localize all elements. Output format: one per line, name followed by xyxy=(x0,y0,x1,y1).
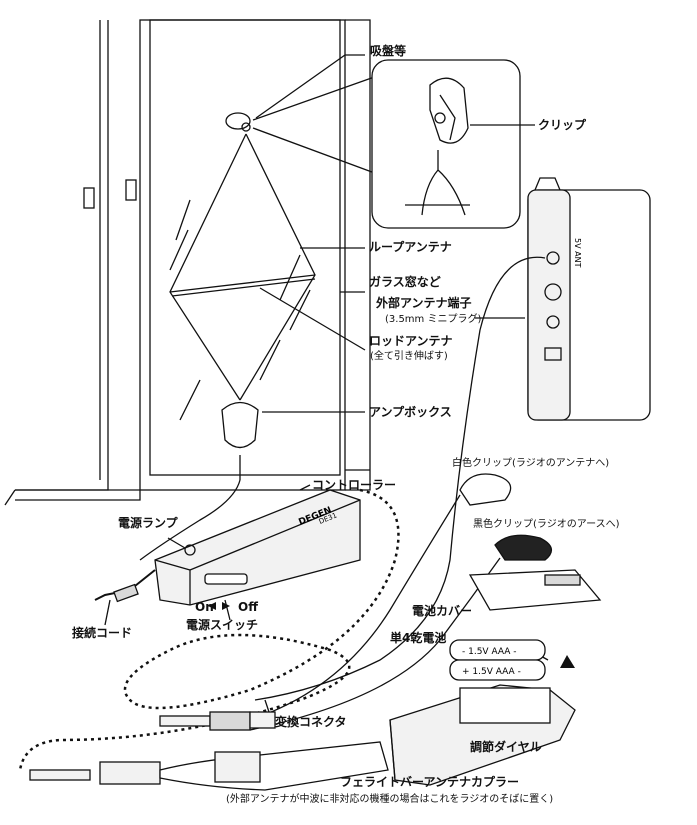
label-power-on: On xyxy=(195,600,214,614)
batteries xyxy=(449,639,546,681)
label-power-off: Off xyxy=(238,600,258,614)
battery-cover xyxy=(468,569,602,611)
label-aaa-battery: 単4乾電池 xyxy=(390,631,447,645)
label-black-clip: 黒色クリップ(ラジオのアースへ) xyxy=(473,519,620,530)
label-loop-antenna: ループアンテナ xyxy=(369,240,452,254)
label-ferrite-coupler-note: (外部アンテナが中波に非対応の機種の場合はこれをラジオのそばに置く) xyxy=(226,794,554,805)
label-clip: クリップ xyxy=(538,118,587,132)
battery-1-label: - 1.5V AAA - xyxy=(462,647,517,657)
black-clip xyxy=(249,534,552,731)
suction-cup xyxy=(225,74,381,176)
battery-compartment xyxy=(389,684,576,786)
label-amp-box: アンプボックス xyxy=(369,405,452,419)
amp-box xyxy=(139,401,259,561)
label-ext-antenna-jack-sub: (3.5mm ミニプラグ) xyxy=(385,314,482,325)
dotted-cable xyxy=(18,488,400,771)
label-ext-antenna-jack: 外部アンテナ端子 xyxy=(376,296,472,310)
radio-antenna-cable xyxy=(254,256,546,701)
label-rod-antenna: ロッドアンテナ xyxy=(369,334,453,348)
label-battery-cover: 電池カバー xyxy=(412,604,473,618)
label-suction-cup: 吸盤等 xyxy=(370,44,407,58)
label-power-switch: 電源スイッチ xyxy=(186,618,259,632)
converter-connector xyxy=(159,711,276,731)
radio-jack-label: 5V ANT xyxy=(573,238,582,268)
label-glass-window: ガラス窓など xyxy=(369,275,441,289)
label-converter-connector: 変換コネクタ xyxy=(275,715,347,729)
label-adjust-dial: 調節ダイヤル xyxy=(470,740,542,754)
clip-zoom-inset xyxy=(371,59,521,229)
radio xyxy=(527,177,651,421)
label-controller: コントローラー xyxy=(312,478,397,492)
battery-2-label: + 1.5V AAA - xyxy=(462,667,521,677)
label-white-clip: 白色クリップ(ラジオのアンテナへ) xyxy=(452,458,610,469)
label-ferrite-coupler: フェライトバーアンテナカプラー xyxy=(340,775,520,789)
window-frame xyxy=(4,19,371,506)
controller xyxy=(94,489,361,606)
label-connecting-cord: 接続コード xyxy=(72,626,133,640)
loop-antenna xyxy=(169,133,316,401)
label-rod-antenna-sub: (全て引き伸ばす) xyxy=(370,351,448,362)
white-clip xyxy=(249,473,512,721)
ferrite-coupler xyxy=(29,741,389,791)
label-power-lamp: 電源ランプ xyxy=(118,516,178,530)
